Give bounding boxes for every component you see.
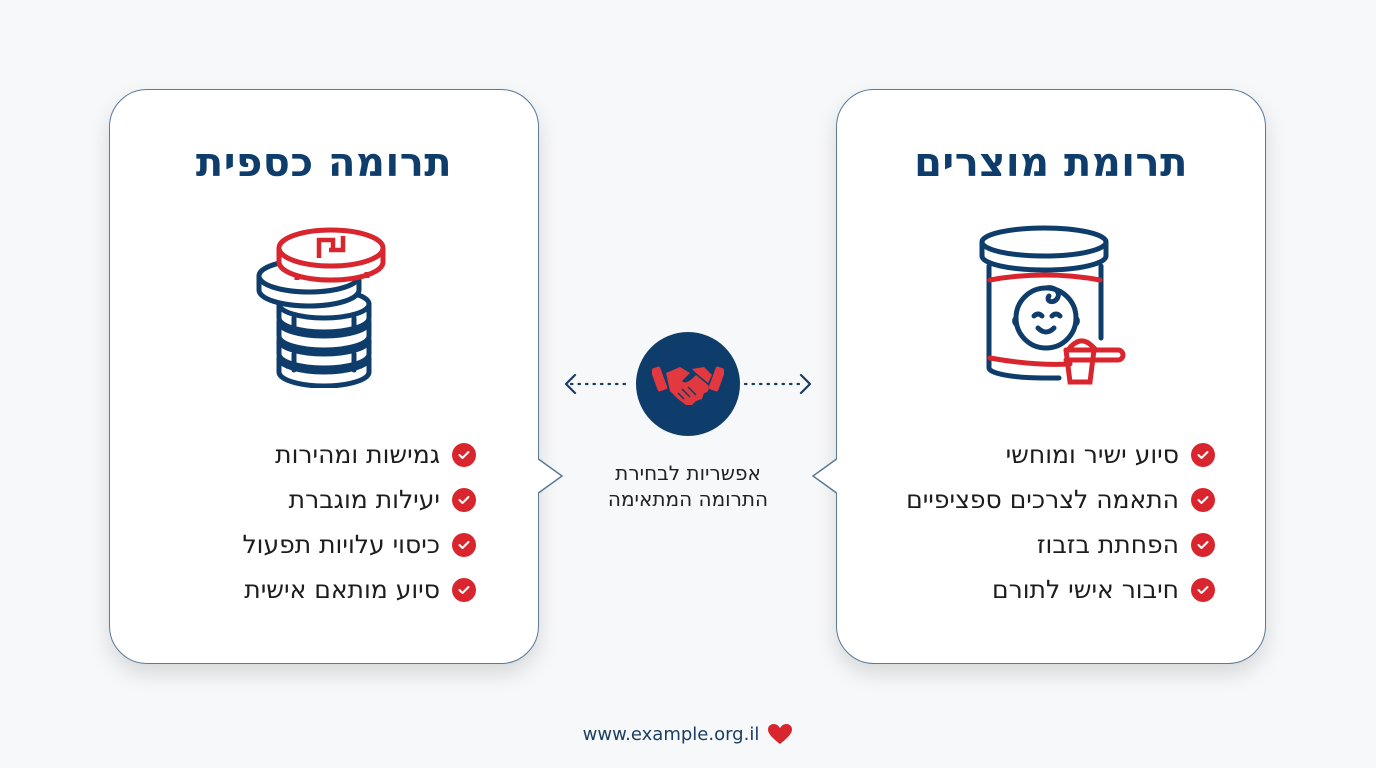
baby-formula-can-icon bbox=[979, 225, 1126, 385]
arrow-right-icon bbox=[743, 373, 812, 395]
check-icon bbox=[452, 487, 476, 512]
check-icon bbox=[1191, 442, 1215, 467]
feature-label: הפחתת בזבוז bbox=[1036, 530, 1179, 559]
card-notch bbox=[811, 458, 839, 494]
money-donation-card: תרומה כספית ג bbox=[109, 89, 564, 664]
money-donation-title: תרומה כספית bbox=[195, 140, 453, 186]
website-link[interactable]: www.example.org.il bbox=[582, 723, 760, 745]
heart-icon bbox=[768, 724, 793, 744]
feature-label: כיסוי עלויות תפעול bbox=[242, 530, 440, 559]
feature-item: חיבור אישי לתורם bbox=[906, 567, 1215, 612]
footer: www.example.org.il bbox=[0, 723, 1376, 745]
feature-item: התאמה לצרכים ספציפיים bbox=[906, 477, 1215, 522]
shekel-coins-icon bbox=[256, 227, 386, 388]
feature-label: סיוע ישיר ומוחשי bbox=[1005, 440, 1179, 469]
feature-item: סיוע מותאם אישית bbox=[242, 567, 476, 612]
check-icon bbox=[452, 577, 476, 602]
product-donation-card: תרומת מוצרים סיוע ישיר ומוחשי bbox=[811, 89, 1266, 664]
feature-label: חיבור אישי לתורם bbox=[992, 575, 1179, 604]
money-feature-list: גמישות ומהירות יעילות מוגברת כיסוי עלויו… bbox=[242, 432, 476, 612]
check-icon bbox=[1191, 532, 1215, 557]
feature-label: גמישות ומהירות bbox=[275, 440, 440, 469]
feature-item: הפחתת בזבוז bbox=[906, 522, 1215, 567]
arrow-left-icon bbox=[564, 373, 633, 395]
feature-item: גמישות ומהירות bbox=[242, 432, 476, 477]
caption-line-2: התרומה המתאימה bbox=[607, 487, 769, 511]
handshake-icon bbox=[652, 366, 724, 405]
caption-line-1: אפשריות לבחירת bbox=[615, 461, 761, 485]
feature-label: התאמה לצרכים ספציפיים bbox=[906, 485, 1179, 514]
product-feature-list: סיוע ישיר ומוחשי התאמה לצרכים ספציפיים ה… bbox=[906, 432, 1215, 612]
feature-label: יעילות מוגברת bbox=[288, 485, 440, 514]
feature-item: כיסוי עלויות תפעול bbox=[242, 522, 476, 567]
check-icon bbox=[452, 442, 476, 467]
center-caption: אפשריות לבחירת התרומה המתאימה bbox=[570, 460, 806, 512]
product-donation-title: תרומת מוצרים bbox=[914, 140, 1188, 186]
check-icon bbox=[1191, 577, 1215, 602]
check-icon bbox=[452, 532, 476, 557]
check-icon bbox=[1191, 487, 1215, 512]
card-notch bbox=[536, 458, 564, 494]
feature-label: סיוע מותאם אישית bbox=[244, 575, 440, 604]
handshake-hub bbox=[636, 332, 740, 436]
feature-item: יעילות מוגברת bbox=[242, 477, 476, 522]
feature-item: סיוע ישיר ומוחשי bbox=[906, 432, 1215, 477]
